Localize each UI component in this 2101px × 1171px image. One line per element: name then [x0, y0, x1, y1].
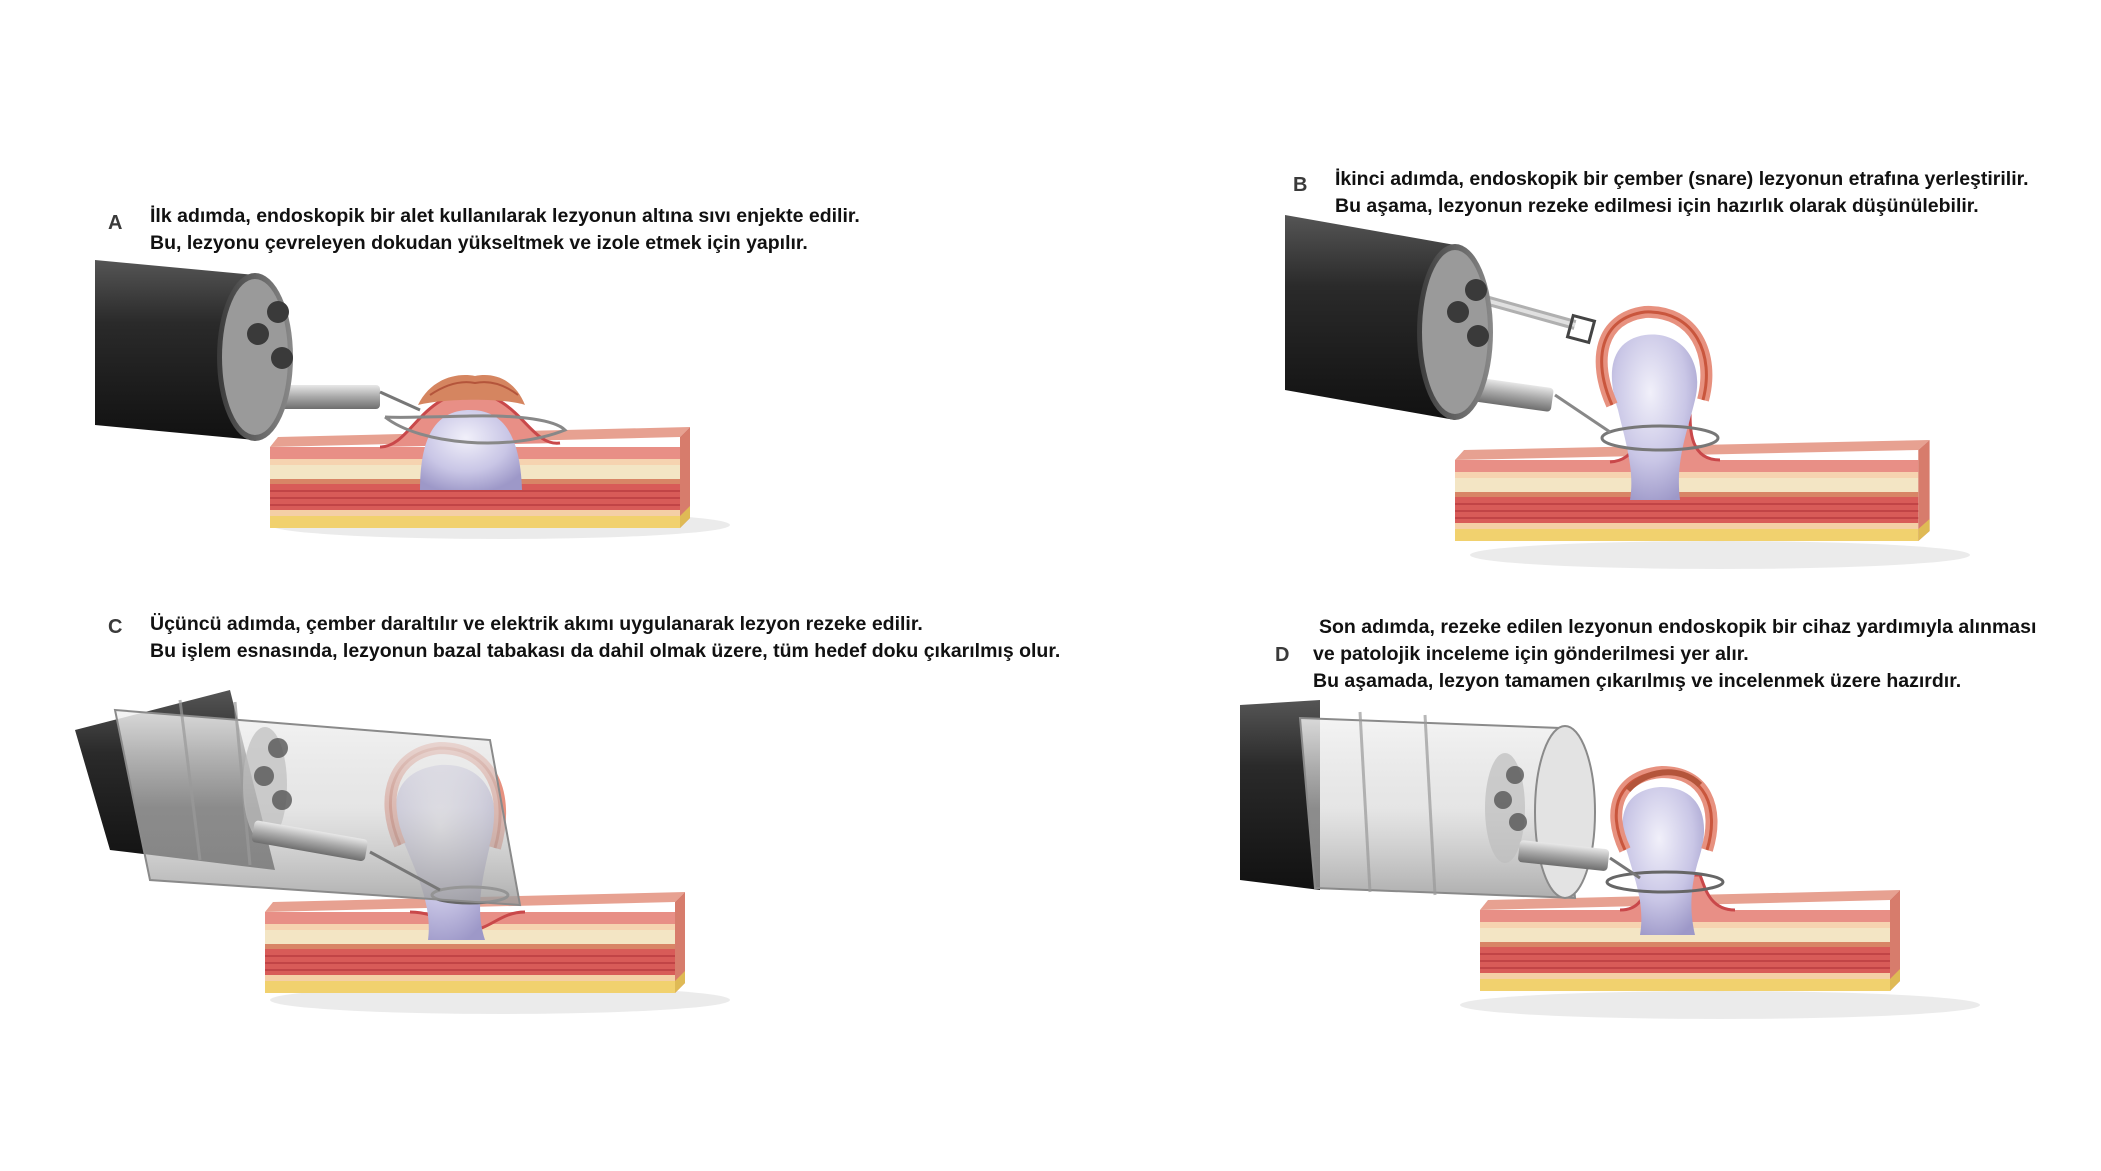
- panel-a-caption-line1: İlk adımda, endoskopik bir alet kullanıl…: [150, 205, 860, 227]
- panel-c-caption: Üçüncü adımda, çember daraltılır ve elek…: [150, 611, 1060, 665]
- panel-d-illustration: [1240, 700, 1980, 1019]
- panel-d-caption: Son adımda, rezeke edilen lezyonun endos…: [1313, 614, 2036, 695]
- panel-a-caption-line2: Bu, lezyonu çevreleyen dokudan yükseltme…: [150, 232, 808, 254]
- panel-a-caption: İlk adımda, endoskopik bir alet kullanıl…: [150, 203, 860, 257]
- panel-d-caption-line2: ve patolojik inceleme için gönderilmesi …: [1313, 643, 1749, 665]
- panel-b-illustration: [1285, 215, 1970, 569]
- panel-c-caption-line1: Üçüncü adımda, çember daraltılır ve elek…: [150, 613, 923, 635]
- panel-b-caption-line2: Bu aşama, lezyonun rezeke edilmesi için …: [1335, 195, 1979, 217]
- panel-a-letter: A: [108, 212, 123, 234]
- panel-c-caption-line2: Bu işlem esnasında, lezyonun bazal tabak…: [150, 640, 1061, 662]
- panel-b-caption: İkinci adımda, endoskopik bir çember (sn…: [1335, 166, 2029, 220]
- panel-b-caption-line1: İkinci adımda, endoskopik bir çember (sn…: [1335, 168, 2029, 190]
- panel-d-caption-line3: Bu aşamada, lezyon tamamen çıkarılmış ve…: [1313, 670, 1962, 692]
- panel-a-illustration: [95, 260, 730, 539]
- panel-c-illustration: [75, 690, 730, 1014]
- panel-c-letter: C: [108, 616, 123, 638]
- panel-d-caption-line1: Son adımda, rezeke edilen lezyonun endos…: [1319, 616, 2037, 638]
- panel-b-letter: B: [1293, 174, 1308, 196]
- panel-d-letter: D: [1275, 644, 1290, 666]
